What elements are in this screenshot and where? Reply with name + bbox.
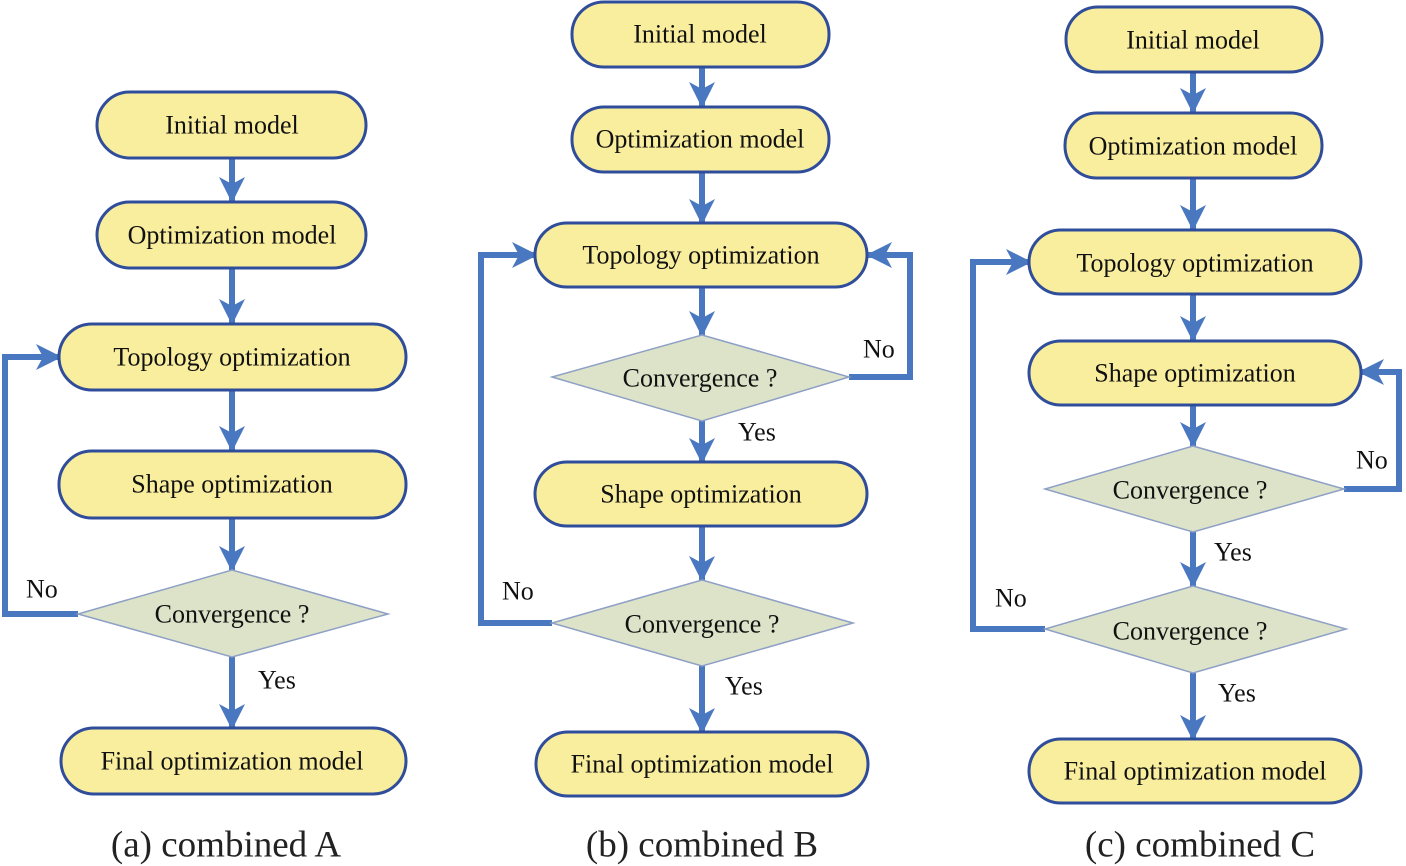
c-node-optimization-model bbox=[1063, 111, 1324, 180]
b-decision-convergence-topology bbox=[549, 334, 852, 422]
a-label-no: No bbox=[26, 575, 58, 604]
caption-c: (c) combined C bbox=[1085, 825, 1315, 866]
b-node-initial-model bbox=[570, 0, 831, 69]
c-decision-convergence-shape bbox=[1042, 445, 1347, 533]
c-decision-convergence-shape-label: Convergence ? bbox=[1113, 476, 1268, 505]
c-label-no-inner: No bbox=[1356, 446, 1388, 475]
a-node-final-optimization-model bbox=[59, 726, 408, 796]
a-node-optimization-model bbox=[95, 200, 368, 270]
caption-a: (a) combined A bbox=[111, 825, 341, 866]
a-node-initial-model-label: Initial model bbox=[165, 111, 299, 140]
c-node-optimization-model-label: Optimization model bbox=[1089, 132, 1298, 161]
b-decision-convergence-topology-label: Convergence ? bbox=[623, 364, 778, 393]
b-label-no-outer: No bbox=[502, 577, 534, 606]
c-arrow-no-loop-outer bbox=[970, 249, 1045, 632]
diagram-b: Initial model Optimization model Topolog… bbox=[478, 0, 913, 866]
a-label-yes: Yes bbox=[258, 666, 296, 695]
c-node-final-optimization-model bbox=[1027, 737, 1363, 805]
c-node-topology-optimization-label: Topology optimization bbox=[1076, 249, 1313, 278]
a-node-topology-optimization-label: Topology optimization bbox=[113, 343, 350, 372]
b-node-optimization-model-label: Optimization model bbox=[596, 125, 805, 154]
b-node-topology-optimization-label: Topology optimization bbox=[582, 241, 819, 270]
a-arrow-no-loop bbox=[2, 344, 78, 617]
a-node-initial-model bbox=[95, 90, 368, 160]
b-node-optimization-model bbox=[570, 105, 831, 174]
c-node-topology-optimization bbox=[1027, 228, 1363, 296]
b-node-final-optimization-model-label: Final optimization model bbox=[571, 750, 834, 779]
a-decision-convergence bbox=[75, 569, 391, 658]
b-node-initial-model-label: Initial model bbox=[633, 20, 767, 49]
b-node-topology-optimization bbox=[533, 221, 869, 289]
b-node-final-optimization-model bbox=[534, 730, 870, 798]
c-node-initial-model-label: Initial model bbox=[1126, 26, 1260, 55]
c-decision-convergence-topology bbox=[1042, 585, 1349, 674]
diagram-c: Initial model Optimization model Topolog… bbox=[970, 5, 1402, 866]
a-node-final-optimization-model-label: Final optimization model bbox=[101, 747, 364, 776]
c-label-yes-inner: Yes bbox=[1214, 538, 1252, 567]
b-decision-convergence-shape-label: Convergence ? bbox=[625, 610, 780, 639]
b-decision-convergence-shape bbox=[549, 579, 856, 667]
b-node-shape-optimization bbox=[533, 460, 869, 528]
a-node-shape-optimization-label: Shape optimization bbox=[131, 470, 332, 499]
b-arrow-no-loop-inner bbox=[849, 242, 913, 380]
c-label-yes-outer: Yes bbox=[1218, 679, 1256, 708]
c-decision-convergence-topology-label: Convergence ? bbox=[1113, 617, 1268, 646]
c-node-final-optimization-model-label: Final optimization model bbox=[1064, 757, 1327, 786]
c-node-initial-model bbox=[1064, 5, 1324, 74]
a-node-optimization-model-label: Optimization model bbox=[128, 221, 337, 250]
a-node-shape-optimization bbox=[57, 449, 408, 520]
c-arrow-no-loop-inner bbox=[1344, 359, 1402, 492]
c-label-no-outer: No bbox=[995, 584, 1027, 613]
b-label-no-inner: No bbox=[863, 335, 895, 364]
b-label-yes-outer: Yes bbox=[725, 672, 763, 701]
b-node-shape-optimization-label: Shape optimization bbox=[600, 480, 801, 509]
b-arrow-no-loop-outer bbox=[478, 242, 552, 626]
b-label-yes-inner: Yes bbox=[738, 418, 776, 447]
caption-b: (b) combined B bbox=[586, 825, 818, 866]
c-node-shape-optimization-label: Shape optimization bbox=[1094, 359, 1295, 388]
a-decision-convergence-label: Convergence ? bbox=[155, 600, 310, 629]
a-node-topology-optimization bbox=[57, 322, 408, 392]
c-node-shape-optimization bbox=[1027, 339, 1363, 407]
diagram-a: Initial model Optimization model Topolog… bbox=[2, 90, 408, 866]
